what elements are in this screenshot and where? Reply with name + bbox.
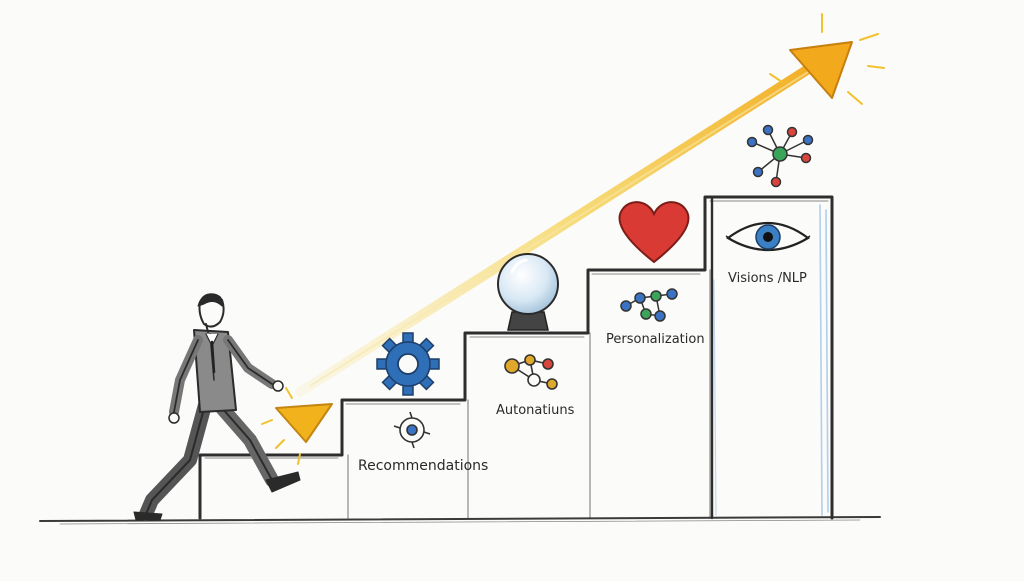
step-label-autonatiuns: Autonatiuns [496,403,575,418]
eye-icon [725,221,811,252]
step-label-visions-nlp: Visions /NLP [728,271,807,286]
star-network-icon [746,124,814,188]
molecule-icon [620,288,678,322]
person-walking-icon [133,293,301,521]
step-label-recommendations: Recommendations [358,458,488,474]
growth-arrow-icon [295,13,885,397]
staircase [198,195,834,520]
heart-icon [618,201,690,264]
crystal-ball-icon [497,253,559,331]
network-nodes-icon [504,354,558,390]
gear-icon [376,332,440,396]
step-label-personalization: Personalization [606,332,705,347]
ground-line [39,516,881,525]
start-arrow-icon [261,387,333,465]
small-gear-icon [393,411,431,449]
